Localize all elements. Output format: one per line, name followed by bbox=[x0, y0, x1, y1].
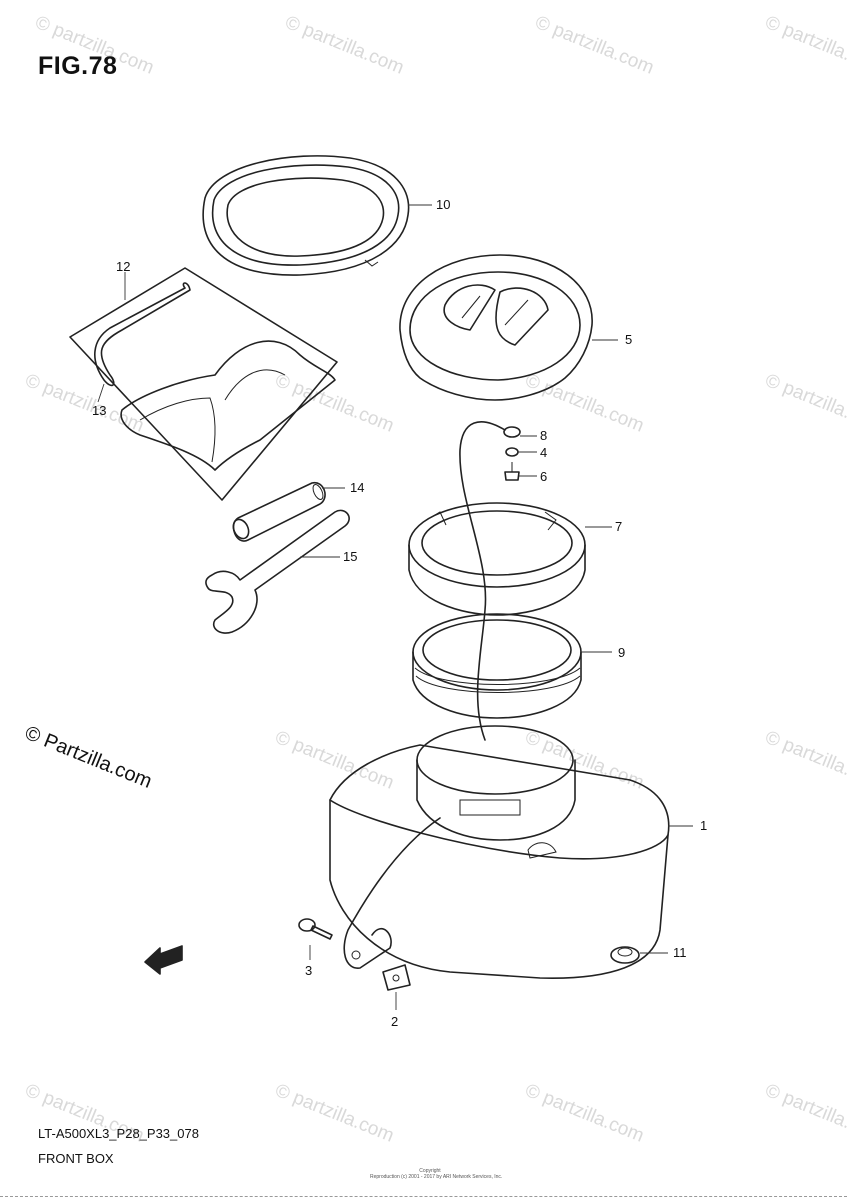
callout-label: 6 bbox=[540, 469, 548, 484]
copyright-line: Copyright bbox=[419, 1168, 441, 1174]
model-code: LT-A500XL3_P28_P33_078 bbox=[38, 1126, 199, 1141]
callout-label: 5 bbox=[625, 332, 633, 347]
seal-ring-part bbox=[412, 613, 582, 719]
nut-clip-part bbox=[382, 964, 411, 991]
callout-label: 9 bbox=[618, 645, 626, 660]
page-divider bbox=[0, 1196, 847, 1197]
callout-label: 8 bbox=[540, 428, 548, 443]
screw-part bbox=[298, 918, 333, 940]
tool-tube-part bbox=[232, 481, 326, 542]
tool-bag-part bbox=[69, 267, 338, 501]
callout-label: 11 bbox=[673, 945, 687, 960]
grommet-part bbox=[610, 946, 640, 964]
callout-label: 4 bbox=[540, 445, 548, 460]
callout-label: 15 bbox=[343, 549, 358, 564]
spanner-wrench-part bbox=[205, 509, 350, 634]
lid-gasket-part bbox=[202, 155, 410, 276]
figure-title: FIG.78 bbox=[38, 52, 118, 80]
callout-label: 13 bbox=[92, 403, 107, 418]
copyright-notice: Copyright Reproduction (c) 2001 - 2017 b… bbox=[370, 1168, 503, 1180]
callout-label: 2 bbox=[391, 1014, 399, 1029]
figure-caption: FRONT BOX bbox=[38, 1151, 114, 1166]
copyright-line: Reproduction (c) 2001 - 2017 by ARI Netw… bbox=[370, 1174, 503, 1180]
callout-label: 12 bbox=[116, 259, 131, 274]
locking-ring-part bbox=[408, 502, 586, 616]
callout-label: 3 bbox=[305, 963, 313, 978]
callout-label: 14 bbox=[350, 480, 365, 495]
lid-part bbox=[399, 254, 593, 401]
callout-label: 10 bbox=[436, 197, 451, 212]
fastener-set-part bbox=[503, 426, 521, 481]
callout-label: 1 bbox=[700, 818, 708, 833]
leader-line bbox=[97, 383, 105, 403]
front-box-body-part bbox=[329, 725, 670, 979]
forward-arrow-icon bbox=[144, 945, 183, 975]
callout-label: 7 bbox=[615, 519, 623, 534]
